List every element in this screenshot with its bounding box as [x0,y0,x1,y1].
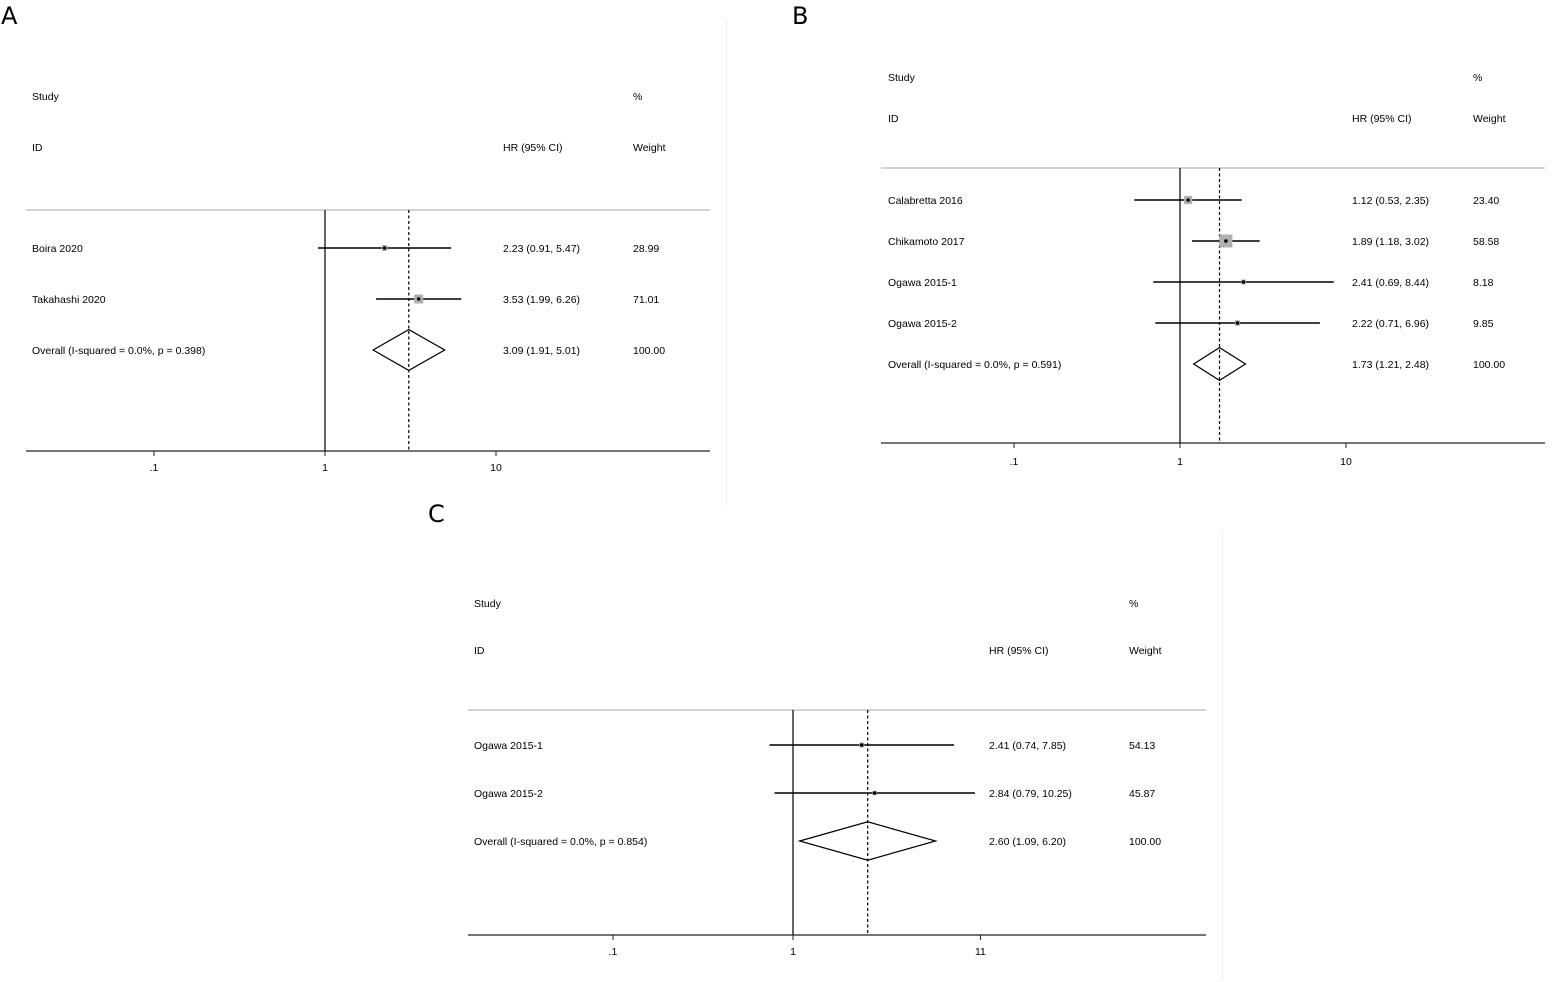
header-study-label: Study [888,72,916,84]
study-name: Ogawa 2015-1 [474,740,543,752]
header-weight-label: Weight [1473,113,1506,125]
study-ci-text: 2.41 (0.74, 7.85) [989,740,1066,752]
overall-diamond [797,821,938,861]
overall-ci-text: 1.73 (1.21, 2.48) [1352,359,1429,371]
study-weight-text: 54.13 [1129,740,1155,752]
overall-diamond [1192,346,1247,382]
overall-weight-text: 100.00 [1129,836,1161,848]
header-id-label: ID [32,142,43,154]
study-point-estimate [382,246,387,250]
header-id-label: ID [888,113,899,125]
overall-label: Overall (I-squared = 0.0%, p = 0.398) [32,345,205,357]
header-weight-label: Weight [633,142,666,154]
study-point-estimate [1241,280,1246,284]
study-name: Takahashi 2020 [32,294,106,306]
overall-label: Overall (I-squared = 0.0%, p = 0.854) [474,836,647,848]
x-tick-label: 10 [1340,456,1352,468]
header-id-label: ID [474,645,485,657]
panel-letter-b: B [792,2,809,30]
header-effect-label: HR (95% CI) [989,645,1049,657]
x-tick-label: 11 [975,946,986,958]
header-percent-label: % [633,91,642,103]
study-point-estimate [1235,321,1240,325]
study-name: Calabretta 2016 [888,195,963,207]
study-point-estimate [1186,198,1190,202]
panel-separator [726,20,727,505]
study-name: Ogawa 2015-1 [888,277,957,289]
header-percent-label: % [1129,598,1138,610]
x-tick-label: .1 [1010,456,1019,468]
study-weight-text: 45.87 [1129,788,1155,800]
study-name: Ogawa 2015-2 [474,788,543,800]
study-point-estimate [416,297,421,301]
study-weight-text: 23.40 [1473,195,1499,207]
header-percent-label: % [1473,72,1482,84]
panel-letter-c: C [428,500,445,528]
study-ci-text: 2.84 (0.79, 10.25) [989,788,1072,800]
study-point-estimate [859,743,864,747]
overall-diamond [371,328,446,372]
header-weight-label: Weight [1129,645,1162,657]
study-ci-text: 2.23 (0.91, 5.47) [503,243,580,255]
overall-label: Overall (I-squared = 0.0%, p = 0.591) [888,359,1061,371]
overall-ci-text: 3.09 (1.91, 5.01) [503,345,580,357]
header-effect-label: HR (95% CI) [1352,113,1412,125]
study-ci-text: 1.89 (1.18, 3.02) [1352,236,1429,248]
study-weight-text: 28.99 [633,243,659,255]
study-weight-text: 58.58 [1473,236,1499,248]
x-tick-label: 1 [1177,456,1183,468]
panel-letter-a: A [1,2,18,30]
study-ci-text: 2.41 (0.69, 8.44) [1352,277,1429,289]
panel-separator [1222,530,1223,980]
study-ci-text: 2.22 (0.71, 6.96) [1352,318,1429,330]
study-point-estimate [872,791,877,795]
x-tick-label: 1 [322,462,328,474]
overall-ci-text: 2.60 (1.09, 6.20) [989,836,1066,848]
study-weight-text: 8.18 [1473,277,1494,289]
header-effect-label: HR (95% CI) [503,142,563,154]
study-name: Boira 2020 [32,243,83,255]
study-name: Chikamoto 2017 [888,236,965,248]
study-ci-text: 1.12 (0.53, 2.35) [1352,195,1429,207]
study-point-estimate [1224,239,1228,243]
study-weight-text: 9.85 [1473,318,1494,330]
x-tick-label: 10 [490,462,502,474]
study-ci-text: 3.53 (1.99, 6.26) [503,294,580,306]
overall-weight-text: 100.00 [633,345,665,357]
x-tick-label: .1 [609,946,618,958]
header-study-label: Study [474,598,502,610]
study-weight-text: 71.01 [633,294,659,306]
overall-weight-text: 100.00 [1473,359,1505,371]
header-study-label: Study [32,91,60,103]
x-tick-label: 1 [790,946,796,958]
study-name: Ogawa 2015-2 [888,318,957,330]
x-tick-label: .1 [150,462,159,474]
